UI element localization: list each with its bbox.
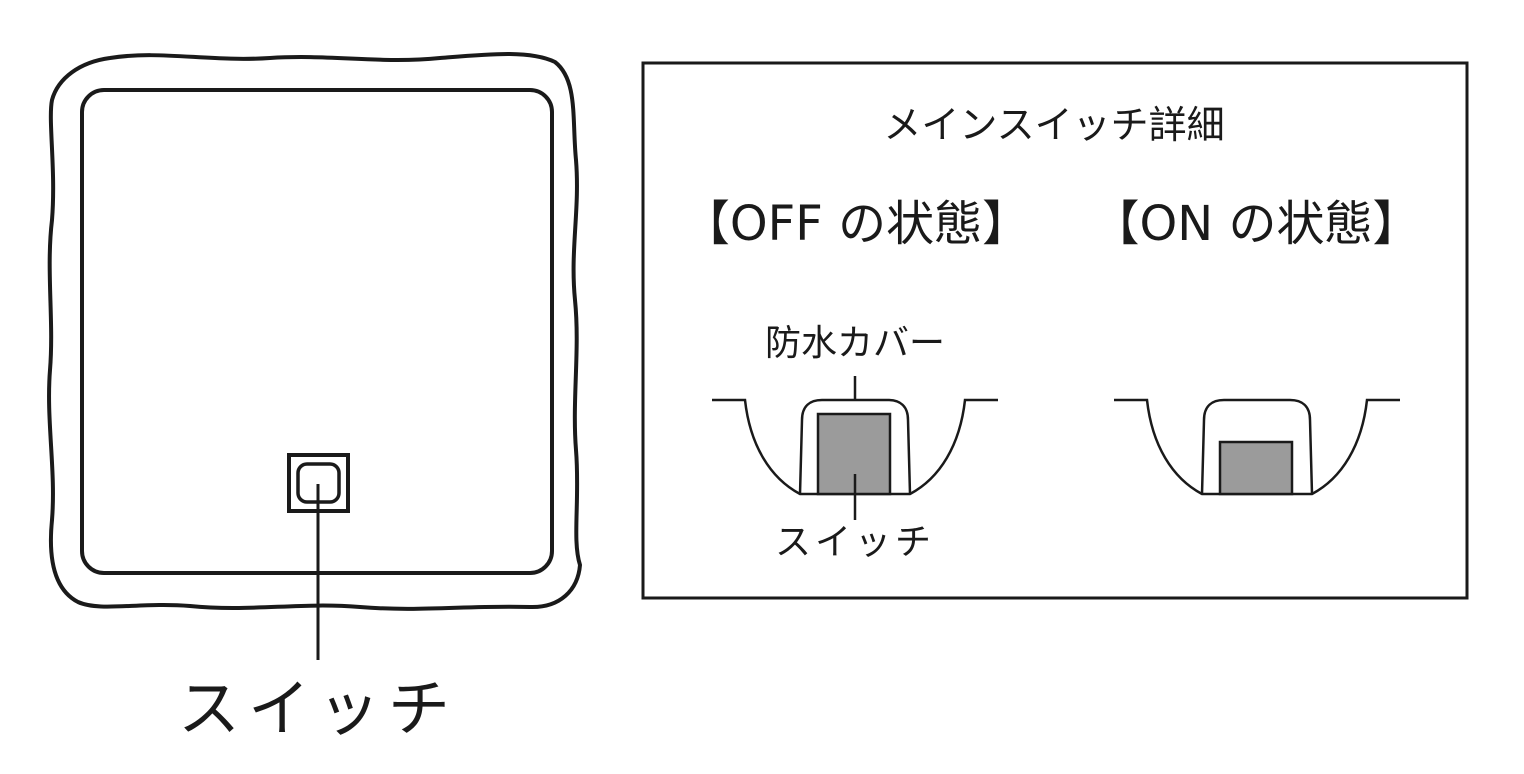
on-switch-body bbox=[1218, 440, 1294, 496]
on-state-cross-section bbox=[1114, 398, 1400, 496]
device-outer-housing bbox=[47, 52, 582, 611]
switch-label-main: スイッチ bbox=[177, 672, 459, 745]
state-off-label: 【OFF の状態】 bbox=[681, 196, 1031, 252]
switch-label-detail: スイッチ bbox=[774, 522, 936, 563]
on-waterproof-cover bbox=[1200, 398, 1314, 495]
state-on-label: 【ON の状態】 bbox=[1091, 196, 1421, 252]
off-state-cross-section bbox=[712, 376, 998, 520]
waterproof-cover-label: 防水カバー bbox=[764, 323, 946, 364]
detail-box bbox=[641, 61, 1469, 600]
detail-title: メインスイッチ詳細 bbox=[883, 103, 1225, 147]
